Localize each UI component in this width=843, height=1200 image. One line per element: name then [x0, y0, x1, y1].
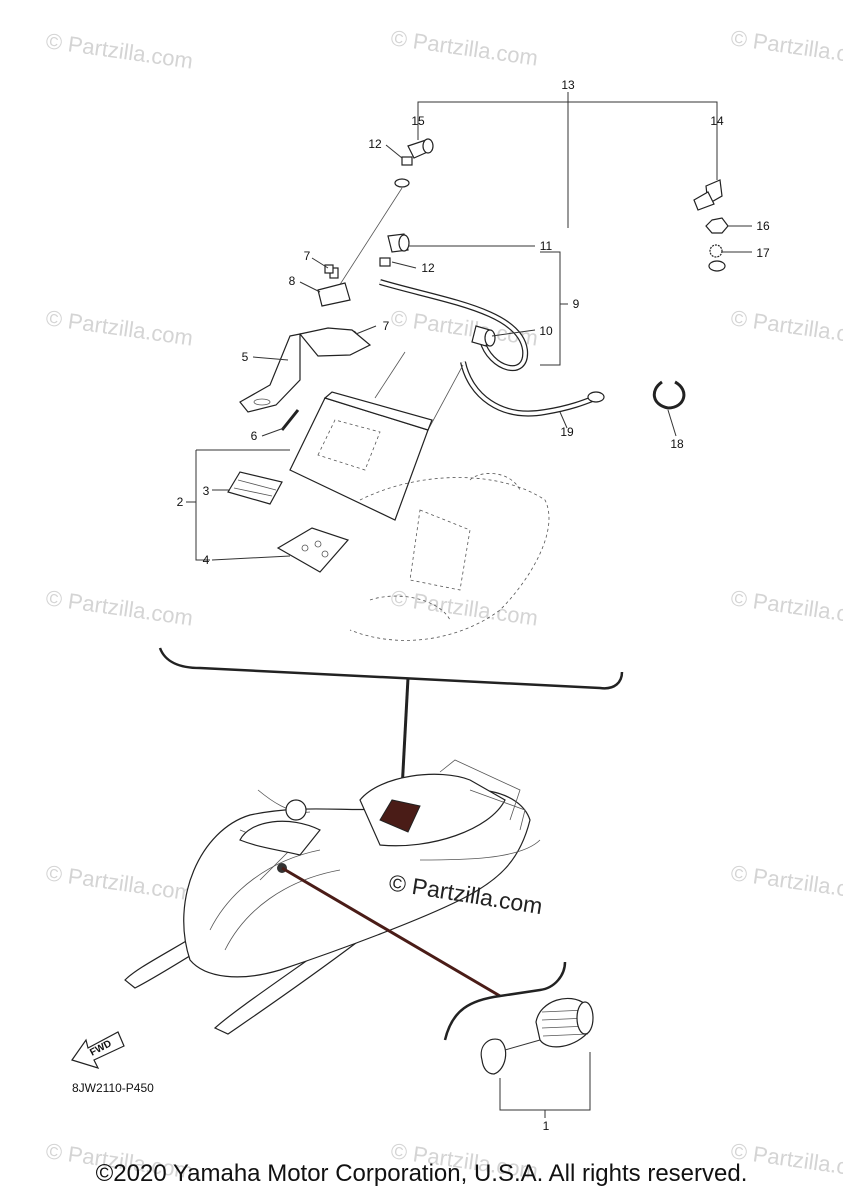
watermark-layer: © Partzilla.com © Partzilla.com © Partzi…: [44, 25, 843, 1183]
bolt-6: [280, 409, 300, 431]
snowmobile-body-detail: [349, 473, 550, 641]
snowmobile-illustration: [124, 759, 541, 1035]
watermark: © Partzilla.com: [44, 305, 194, 350]
nut-12: [401, 156, 413, 166]
watermark: © Partzilla.com: [389, 305, 539, 350]
detail-bracket: [158, 647, 624, 690]
washer-17: [709, 244, 723, 258]
watermark: © Partzilla.com: [44, 860, 194, 905]
callout-19: 19: [560, 425, 574, 439]
terminal-cap-14: [693, 179, 723, 211]
watermark: © Partzilla.com: [729, 860, 843, 905]
battery-location-marker: [379, 799, 421, 833]
hardware-bag-4: [276, 527, 350, 573]
cable-9: [379, 279, 529, 371]
terminal-cap-15: [407, 138, 434, 159]
watermark: © Partzilla.com: [389, 585, 539, 630]
callout-15: 15: [411, 114, 425, 128]
callout-8: 8: [289, 274, 296, 288]
nut-16: [705, 217, 729, 234]
callout-7: 7: [304, 249, 311, 263]
relay-8: [317, 267, 351, 307]
watermark: © Partzilla.com: [389, 25, 539, 70]
callout-10: 10: [539, 324, 553, 338]
callout-2: 2: [177, 495, 184, 509]
callout-13: 13: [561, 78, 575, 92]
copyright-notice: ©2020 Yamaha Motor Corporation, U.S.A. A…: [95, 1160, 748, 1187]
callout-18: 18: [670, 437, 684, 451]
callout-17: 17: [756, 246, 770, 260]
callout-labels: 1 2 3 4 5 6 7 7 8 9 10 11 12 12 13 14 15…: [177, 78, 770, 1133]
detail-arrow-line: [400, 677, 410, 791]
callout-3: 3: [203, 484, 210, 498]
socket-detail-bracket: [443, 961, 567, 1041]
clip-18: [652, 380, 686, 410]
battery-2: [289, 391, 433, 521]
callout-4: 4: [203, 553, 210, 567]
callout-16: 16: [756, 219, 770, 233]
watermark: © Partzilla.com: [729, 585, 843, 630]
fwd-arrow: FWD: [71, 1031, 125, 1069]
terminal-cap-11: [387, 233, 410, 253]
cable-13: [394, 178, 726, 297]
callout-12: 12: [368, 137, 382, 151]
power-socket-1: [480, 997, 594, 1075]
callout-14: 14: [710, 114, 724, 128]
watermark: © Partzilla.com: [729, 305, 843, 350]
watermark: © Partzilla.com: [44, 28, 194, 73]
cable-terminal-ring: [708, 260, 726, 272]
diagram-code: 8JW2110-P450: [72, 1081, 154, 1095]
watermark: © Partzilla.com: [729, 25, 843, 70]
nut-7: [324, 264, 334, 274]
leader-lines: [186, 92, 752, 561]
callout-12: 12: [421, 261, 435, 275]
callout-11: 11: [540, 239, 553, 253]
callout-7: 7: [383, 319, 390, 333]
callout-9: 9: [573, 297, 580, 311]
warning-label-3: [227, 471, 283, 505]
socket-leader-line: [281, 866, 501, 998]
watermark: © Partzilla.com: [44, 585, 194, 630]
callout-6: 6: [251, 429, 258, 443]
terminal-cap-10: [471, 325, 496, 347]
nut-12: [379, 257, 391, 267]
cable-19: [460, 361, 605, 417]
bracket-5: [239, 327, 372, 413]
callout-1: 1: [543, 1119, 550, 1133]
callout-5: 5: [242, 350, 249, 364]
